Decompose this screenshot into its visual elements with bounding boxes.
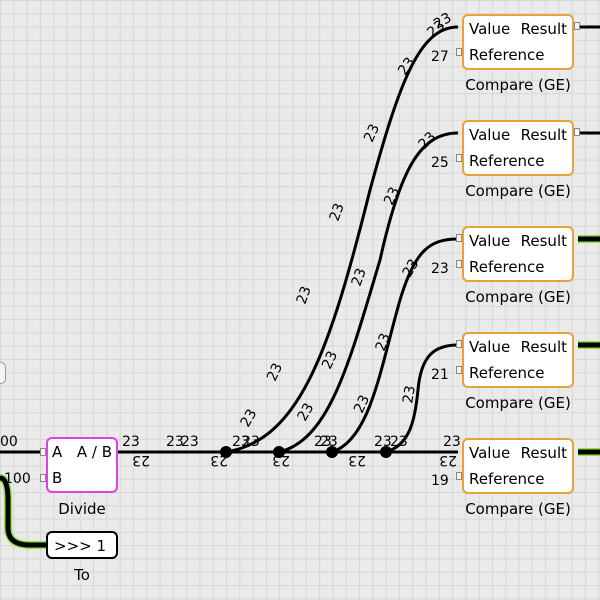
wire-label: 23	[272, 452, 290, 468]
wire-label: 23	[327, 201, 348, 223]
wire-label: 23	[242, 434, 260, 450]
wire-label: 23	[351, 393, 373, 416]
wire-label: 23	[232, 434, 250, 450]
divide-a-label: A	[52, 443, 63, 461]
compare-4-ref-port[interactable]	[456, 366, 462, 374]
wire-label: 23	[381, 185, 403, 208]
wire-label: 23	[374, 434, 392, 450]
reference-port-label: Reference	[469, 46, 545, 64]
reference-port-label: Reference	[469, 470, 545, 488]
wire-label: 23	[294, 284, 315, 306]
compare-2-out-port[interactable]	[574, 128, 580, 136]
wire-label: 23	[400, 384, 419, 404]
wire-label: 23	[390, 434, 408, 450]
value-port-label: Value	[469, 338, 511, 356]
result-port-label: Result	[520, 232, 567, 250]
compare-3-ref-port[interactable]	[456, 260, 462, 268]
result-port-label: Result	[520, 20, 567, 38]
wire-label: 23	[314, 434, 332, 450]
wire-label: 23	[439, 452, 457, 468]
wire-label: 23	[166, 434, 184, 450]
divide-b-port[interactable]	[40, 474, 46, 482]
divide-block[interactable]: A A / B B	[46, 437, 118, 493]
compare-1-a-value: 23	[431, 10, 454, 33]
wire-label: 23	[238, 407, 261, 430]
divide-caption: Divide	[58, 500, 106, 518]
reference-port-label: Reference	[469, 258, 545, 276]
compare-4-ref-value: 21	[431, 367, 449, 383]
wire-label: 23	[210, 452, 228, 468]
wire-label: 100	[4, 471, 31, 487]
value-port-label: Value	[469, 444, 511, 462]
junction-dot-1	[220, 446, 232, 458]
junction-dot-4	[380, 446, 392, 458]
to-caption: To	[74, 566, 90, 584]
compare-1-out-port[interactable]	[574, 22, 580, 30]
junction-dot-3	[326, 446, 338, 458]
branch-wire-1	[225, 25, 459, 454]
wire-label: 23	[443, 434, 461, 450]
wire-label: 23	[373, 331, 394, 353]
branch-wire-3	[331, 237, 459, 454]
compare-block-5[interactable]: Value Result Reference	[462, 438, 574, 494]
compare-2-ref-value: 25	[431, 155, 449, 171]
compare-3-ref-value: 23	[431, 261, 449, 277]
compare-5-ref-value: 19	[431, 473, 449, 489]
wire-label: 23	[348, 452, 366, 468]
to-block[interactable]: >>> 1	[46, 531, 118, 559]
compare-1-caption: Compare (GE)	[465, 76, 571, 94]
wire-label: 23	[122, 434, 140, 450]
value-port-label: Value	[469, 126, 511, 144]
compare-block-3[interactable]: Value Result Reference	[462, 226, 574, 282]
compare-5-ref-port[interactable]	[456, 472, 462, 480]
wire-label: 23	[320, 434, 338, 450]
wire-label: 23	[349, 266, 370, 288]
to-wire	[0, 475, 46, 548]
wire-label: 23	[295, 401, 318, 424]
compare-4-caption: Compare (GE)	[465, 394, 571, 412]
compare-4-value-port[interactable]	[456, 340, 462, 348]
wire-label: 23	[416, 129, 440, 153]
divide-op-label: A / B	[76, 443, 112, 461]
wire-label: 23	[319, 349, 341, 372]
compare-block-1[interactable]: Value Result Reference	[462, 14, 574, 70]
offscreen-block-stub[interactable]	[0, 362, 6, 384]
divide-b-label: B	[52, 469, 63, 487]
junction-dot-2	[273, 446, 285, 458]
compare-2-ref-port[interactable]	[456, 154, 462, 162]
reference-port-label: Reference	[469, 364, 545, 382]
wire-label: 00	[0, 434, 18, 450]
wire-label: 23	[264, 361, 286, 384]
compare-block-2[interactable]: Value Result Reference	[462, 120, 574, 176]
compare-1-ref-port[interactable]	[456, 48, 462, 56]
wire-label: 23	[361, 122, 383, 145]
compare-2-caption: Compare (GE)	[465, 182, 571, 200]
compare-block-4[interactable]: Value Result Reference	[462, 332, 574, 388]
result-port-label: Result	[520, 444, 567, 462]
wire-label: 23	[400, 257, 423, 280]
result-port-label: Result	[520, 338, 567, 356]
wire-label: 23	[181, 434, 199, 450]
compare-3-caption: Compare (GE)	[465, 288, 571, 306]
value-port-label: Value	[469, 232, 511, 250]
compare-5-caption: Compare (GE)	[465, 500, 571, 518]
wire-label: 23	[132, 452, 150, 468]
result-port-label: Result	[520, 126, 567, 144]
value-port-label: Value	[469, 20, 511, 38]
compare-3-value-port[interactable]	[456, 234, 462, 242]
branch-wire-4	[385, 343, 459, 454]
compare-1-ref-value: 27	[431, 49, 449, 65]
branch-wire-2	[278, 131, 459, 454]
to-label: >>> 1	[54, 537, 107, 555]
reference-port-label: Reference	[469, 152, 545, 170]
divide-a-port[interactable]	[40, 448, 46, 456]
